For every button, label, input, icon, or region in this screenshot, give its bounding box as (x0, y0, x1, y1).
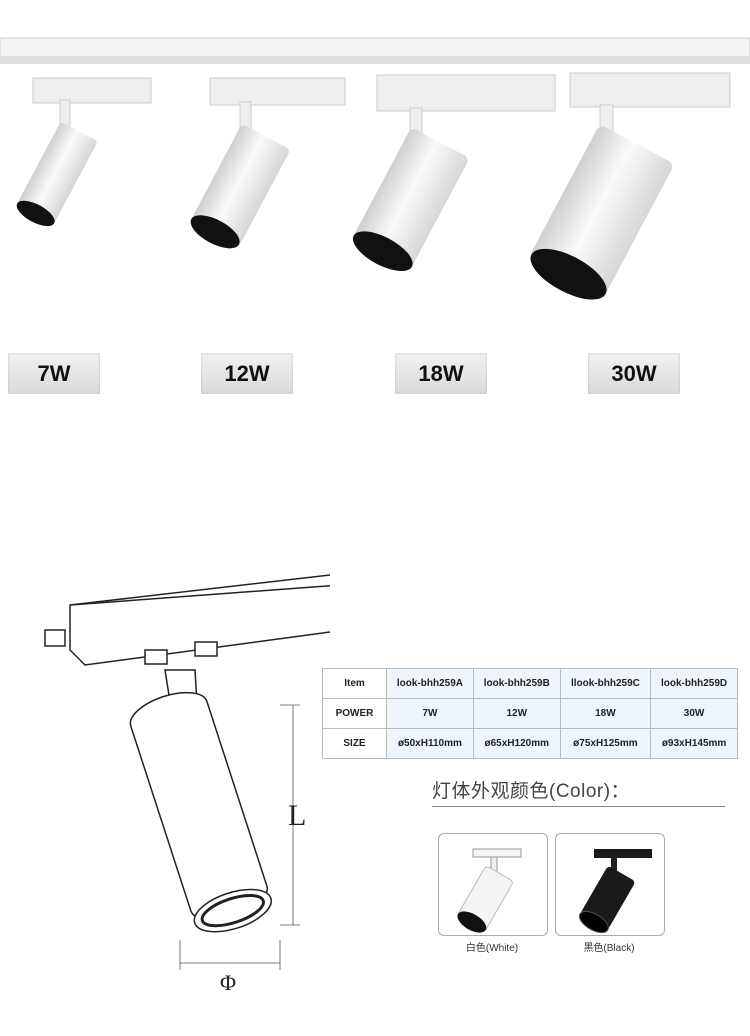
table-cell: ø93xH145mm (650, 728, 738, 759)
white-light-image (457, 848, 522, 933)
power-label-12w: 12W (201, 353, 293, 394)
black-light-image (578, 849, 652, 934)
track-light-18w (352, 74, 556, 272)
track-light-30w (530, 72, 731, 300)
table-cell: SIZE (322, 728, 387, 759)
table-header-row: Item look-bhh259A look-bhh259B llook-bhh… (322, 668, 738, 699)
power-label-30w: 30W (588, 353, 680, 394)
power-label-7w: 7W (8, 353, 100, 394)
length-symbol: L (288, 799, 306, 832)
table-cell: ø65xH120mm (472, 728, 561, 759)
technical-drawing: L Φ (44, 574, 330, 995)
table-cell: 18W (559, 698, 652, 729)
table-cell: POWER (322, 698, 387, 729)
color-option-white-label: 白色(White) (465, 943, 519, 954)
spec-table: Item look-bhh259A look-bhh259B llook-bhh… (322, 668, 738, 759)
divider (432, 806, 725, 807)
table-header-cell: look-bhh259D (650, 668, 738, 699)
table-header-cell: llook-bhh259C (559, 668, 652, 699)
power-label-18w: 18W (395, 353, 487, 394)
table-header-cell: look-bhh259B (472, 668, 561, 699)
color-option-white (438, 833, 548, 936)
table-row: POWER 7W 12W 18W 30W (322, 698, 738, 729)
color-section-title: 灯体外观颜色(Color)： (432, 781, 631, 802)
table-cell: 7W (386, 698, 474, 729)
table-cell: 12W (472, 698, 561, 729)
color-option-black-label: 黑色(Black) (583, 943, 635, 954)
diameter-symbol: Φ (220, 970, 236, 995)
product-lineup-photo (0, 37, 750, 300)
track-light-12w (190, 77, 346, 249)
table-cell: ø75xH125mm (559, 728, 652, 759)
color-option-black (555, 833, 665, 936)
table-cell: ø50xH110mm (386, 728, 474, 759)
table-header-cell: Item (322, 668, 387, 699)
table-cell: 30W (650, 698, 738, 729)
table-header-cell: look-bhh259A (386, 668, 474, 699)
track-light-7w (16, 77, 152, 227)
table-row: SIZE ø50xH110mm ø65xH120mm ø75xH125mm ø9… (322, 728, 738, 759)
